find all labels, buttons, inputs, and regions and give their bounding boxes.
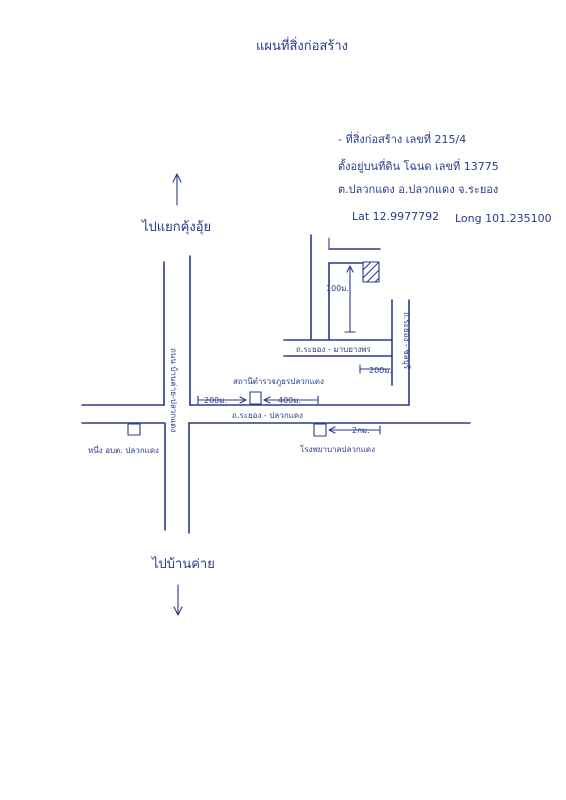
target-hatch-3 — [366, 269, 380, 283]
target-hatch-1 — [362, 261, 372, 271]
target-hatch-2 — [362, 261, 380, 279]
info-lat: Lat 12.9977792 — [352, 210, 439, 223]
hospital-building — [313, 423, 327, 437]
south-arrow-head — [173, 606, 183, 616]
direction-north-label: ไปแยกคุ้งอุ้ย — [141, 219, 211, 235]
upper-road-label: ถ.ระยอง - มาบยางพร — [296, 345, 372, 354]
dist-200-left-label: 200ม. — [204, 396, 227, 405]
info-long: Long 101.235100 — [455, 212, 552, 225]
dist-400-label: 400ม. — [278, 396, 301, 405]
info-line-2: ตั้งอยู่บนที่ดิน โฉนด เลขที่ 13775 — [338, 158, 499, 173]
dist-100-arrow-top — [346, 265, 354, 273]
main-road-label: ถนน บ้านค่าย-ปลวกแดง — [169, 348, 178, 432]
police-station-label: โรงพยาบาลปลวกแดง — [300, 444, 375, 454]
dist-2km-label: 2กม. — [352, 426, 370, 435]
info-line-3: ต.ปลวกแดง อ.ปลวกแดง จ.ระยอง — [338, 183, 498, 196]
dist-400-arrow — [263, 396, 271, 404]
school-label: สถานีตำรวจภูธรปลวกแดง — [233, 377, 324, 387]
north-arrow-head — [172, 173, 182, 183]
dist-200-right-label: 200ม. — [369, 366, 392, 375]
district-office-label: หนึ่ง อบต. ปลวกแดง — [88, 444, 159, 455]
info-line-1: - ที่สิ่งก่อสร้าง เลขที่ 215/4 — [338, 131, 466, 146]
school-building — [249, 391, 262, 405]
dist-100-label: 100ม. — [326, 284, 349, 293]
dist-2km-arrow — [328, 426, 336, 434]
horizontal-road-label: ถ.ระยอง - ปลวกแดง — [232, 411, 303, 420]
direction-south-label: ไปบ้านค่าย — [151, 556, 215, 572]
dist-200-left-arrow — [239, 396, 247, 404]
district-office-building — [127, 423, 141, 436]
right-road-label: ถ.ระยอง - ชลบุรี — [402, 312, 411, 370]
map-title: แผนที่สิ่งก่อสร้าง — [256, 37, 348, 54]
target-hatch-4 — [374, 277, 380, 283]
